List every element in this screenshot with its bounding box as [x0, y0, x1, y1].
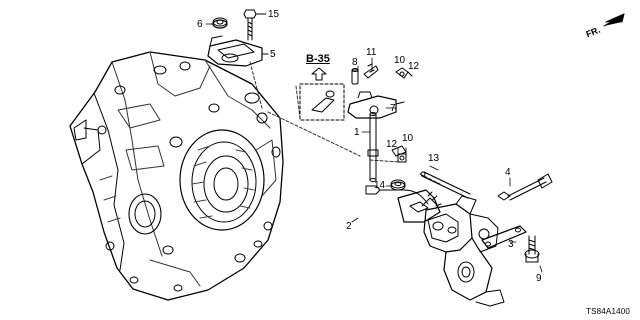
part-2-cable-sector: [365, 185, 442, 223]
part-13-rod: [420, 171, 471, 199]
transmission-housing: [69, 51, 284, 301]
callout-part-3: 3: [508, 239, 514, 250]
part-5-sensor-bracket: [207, 35, 269, 67]
callout-part-2: 2: [346, 221, 352, 232]
callout-part-9: 9: [536, 273, 542, 284]
part-6-washer: [210, 17, 228, 29]
front-direction-arrow: [603, 13, 625, 27]
callout-part-4: 4: [505, 167, 511, 178]
part-7-detent-arm: [347, 91, 405, 119]
part-3-lever-plate: [481, 225, 527, 249]
part-8-pin: [351, 68, 359, 85]
valve-bracket-assembly: [423, 195, 505, 307]
callout-part-11: 11: [366, 47, 377, 58]
callout-part-12-middle: 12: [386, 139, 398, 150]
callout-part-12-upper: 12: [408, 61, 420, 72]
reference-label-b35: B-35: [306, 53, 330, 65]
part-1-shift-shaft: [367, 112, 379, 182]
callout-part-6: 6: [197, 19, 203, 30]
callout-part-7: 7: [390, 103, 396, 114]
callout-part-15: 15: [268, 9, 280, 20]
part-11-spring-clip: [363, 63, 379, 79]
leader-lines: [249, 61, 441, 185]
callout-part-5: 5: [270, 49, 276, 60]
callout-part-10-middle: 10: [402, 133, 414, 144]
part-10-12-upper-fasteners: [395, 67, 413, 79]
callout-part-10-upper: 10: [394, 55, 406, 66]
part-4-long-bolt: [497, 173, 553, 201]
callout-leaders: [205, 23, 543, 273]
b35-reference-block: [299, 67, 345, 121]
callout-part-8: 8: [352, 57, 358, 68]
callout-part-13: 13: [428, 153, 440, 164]
diagram-code: TS84A1400: [586, 307, 631, 316]
part-14-bushing: [390, 179, 406, 191]
callout-part-14: 14: [374, 180, 386, 191]
callout-part-1: 1: [354, 127, 360, 138]
part-15-bolt: [243, 9, 267, 41]
part-9-flange-bolt: [524, 235, 540, 263]
